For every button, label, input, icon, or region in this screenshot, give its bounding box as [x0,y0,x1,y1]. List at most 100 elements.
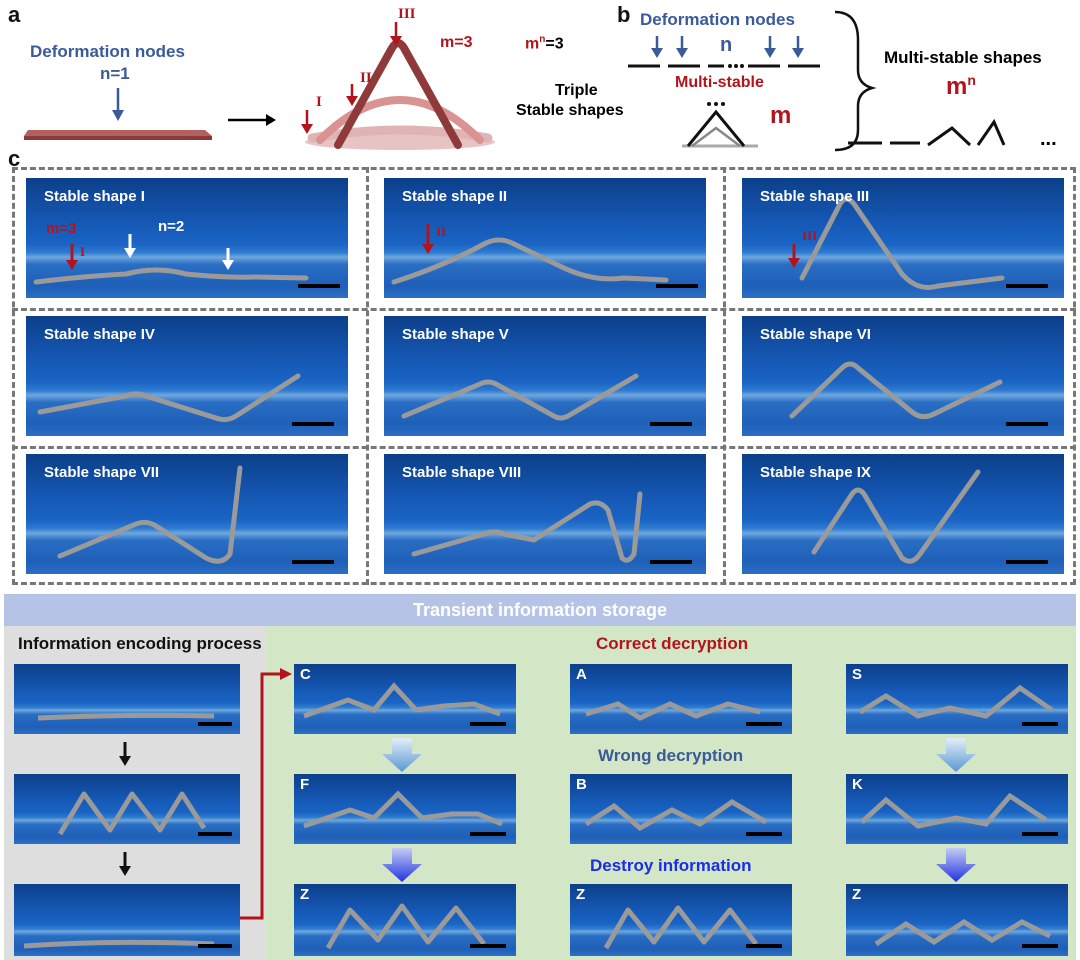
decryption-photo-a: A [570,664,792,734]
scale-bar [470,722,506,726]
panel-a-roman-1: I [316,94,322,110]
panel-d-destroy: Destroy information [590,856,752,875]
panel-label-b: b [617,2,631,27]
scale-bar [470,832,506,836]
stable-shape-caption-3: Stable shape III [760,188,870,205]
stable-shape-2-arrow-label: II [436,224,447,239]
stable-shape-caption-6: Stable shape VI [760,326,871,343]
stable-shape-caption-2: Stable shape II [402,188,508,205]
panel-d-wrong: Wrong decryption [598,746,744,765]
panel-c-divider-h1 [12,308,1076,311]
stable-shape-caption-9: Stable shape IX [760,464,871,481]
stable-shape-photo-2: Stable shape II II [384,178,706,298]
scale-bar [746,944,782,948]
encoding-photo-3 [14,884,240,956]
panel-a-n-eq: n=1 [100,64,130,83]
panel-b-multi-stable: Multi-stable [675,74,764,91]
panel-label-c: c [8,146,21,171]
stable-shape-caption-5: Stable shape V [402,326,509,343]
scale-bar [198,832,232,836]
scale-bar [1022,832,1058,836]
scale-bar [746,832,782,836]
stable-shape-1-arrow-label: I [80,244,86,259]
panel-c-divider-v2 [723,167,726,585]
decryption-letter-b: B [576,776,587,793]
scale-bar [1006,284,1048,288]
scale-bar [1022,722,1058,726]
decryption-photo-b: B [570,774,792,844]
stable-shape-1-n-eq: n=2 [158,218,185,235]
encoding-photo-1 [14,664,240,734]
panel-a-mn-rest: =3 [545,35,564,53]
stable-shape-caption-1: Stable shape I [44,188,145,205]
panel-a-m-eq: m=3 [440,34,473,51]
decryption-photo-s: S [846,664,1068,734]
decryption-photo-z3: Z [846,884,1068,956]
stable-shape-photo-6: Stable shape VI [742,316,1064,436]
panel-d-encoding-title: Information encoding process [18,634,262,653]
scale-bar [1022,944,1058,948]
encoding-photo-2 [14,774,240,844]
scale-bar [292,422,334,426]
panel-b-ellipsis: ... [1040,128,1057,150]
panel-b-n: n [720,34,733,56]
decryption-letter-a: A [576,666,587,683]
panel-d-banner [4,594,1076,626]
scale-bar [656,284,698,288]
panel-b-mn: mn [946,72,976,101]
scale-bar [650,560,692,564]
decryption-photo-k: K [846,774,1068,844]
stable-shape-photo-4: Stable shape IV [26,316,348,436]
transition-arrow-col1-1 [382,738,422,772]
stable-shape-caption-8: Stable shape VIII [402,464,522,481]
panel-a-mn: mn=3 [525,34,564,53]
panel-b-diagram [628,10,1006,152]
scale-bar [470,944,506,948]
stable-shape-photo-8: Stable shape VIII [384,454,706,574]
decryption-letter-c: C [300,666,311,683]
encoding-connector-arrow [240,668,292,920]
transition-arrow-col3-1 [936,738,976,772]
decryption-letter-f: F [300,776,310,793]
panel-label-a: a [8,2,21,27]
panel-a-roman-3: III [398,6,416,22]
stable-shape-photo-5: Stable shape V [384,316,706,436]
panel-b-multi-stable-shapes: Multi-stable shapes [884,48,1042,67]
scale-bar [198,722,232,726]
panel-d-banner-text: Transient information storage [412,600,668,620]
stable-shape-photo-7: Stable shape VII [26,454,348,574]
scale-bar [746,722,782,726]
panel-a-roman-2: II [360,70,372,86]
stable-shape-photo-9: Stable shape IX [742,454,1064,574]
stable-shape-1-m-eq: m=3 [46,220,77,237]
stable-shape-photo-3: Stable shape III III [742,178,1064,298]
panel-c-divider-h2 [12,446,1076,449]
panel-a-deformation-nodes: Deformation nodes [30,42,185,61]
encoding-arrow-2 [119,852,131,876]
decryption-photo-z2: Z [570,884,792,956]
decryption-letter-k: K [852,776,863,793]
decryption-photo-c: C [294,664,516,734]
panel-a-mn-sup: n [539,34,546,45]
scale-bar [1006,422,1048,426]
panel-a-diagram [24,22,495,150]
scale-bar [1006,560,1048,564]
transition-arrow-col1-2 [382,848,422,882]
panel-b-deformation-nodes: Deformation nodes [640,10,795,29]
decryption-letter-s: S [852,666,863,683]
decryption-photo-z1: Z [294,884,516,956]
panel-c-frame [12,167,1076,585]
decryption-letter-z1: Z [300,886,310,903]
scale-bar [298,284,340,288]
stable-shape-3-arrow-label: III [802,228,818,243]
panel-a-triple: Triple [555,82,598,99]
decryption-letter-z2: Z [576,886,586,903]
scale-bar [198,944,232,948]
panel-a-mn-base: m [525,35,540,53]
panel-b-mn-base: m [946,73,968,100]
panel-c-divider-v1 [366,167,369,585]
panel-a-stable-shapes: Stable shapes [516,102,624,119]
transition-arrow-col3-2 [936,848,976,882]
decryption-letter-z3: Z [852,886,862,903]
panel-b-mn-sup: n [967,72,976,88]
